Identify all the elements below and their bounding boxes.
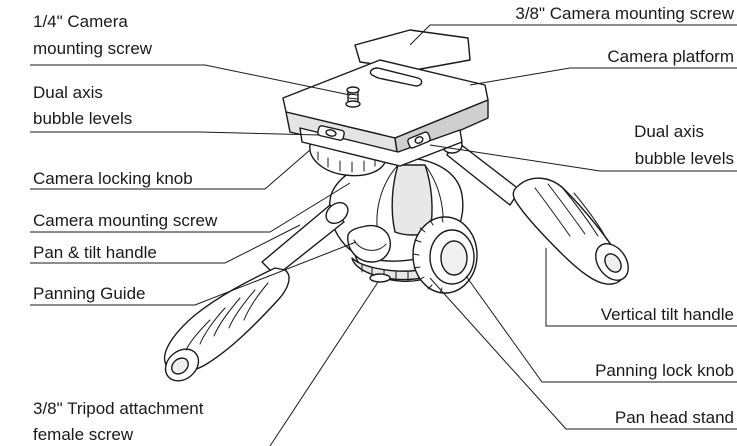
left-labels: 1/4" Camera mounting screw Dual axis bub… [33,12,218,444]
leader-tripod-screw [269,281,379,446]
bubble-level-right [407,131,431,149]
label-camera-platform: Camera platform [607,47,734,66]
label-camera-locking-knob: Camera locking knob [33,169,193,188]
pan-head-illustration [163,29,629,382]
label-pan-tilt-handle: Pan & tilt handle [33,243,157,262]
label-panning-guide: Panning Guide [33,284,145,303]
label-vertical-tilt-handle: Vertical tilt handle [601,305,734,324]
panning-guide [347,224,391,263]
leader-camera-mounting-screw [30,182,351,233]
pan-tilt-handle [163,201,349,382]
label-tripod-screw-line2: female screw [33,425,134,444]
leader-bubble-right [429,144,737,172]
leader-panning-lock-knob [465,275,737,383]
leader-three-eighths-screw [409,24,737,46]
label-three-eighths-screw: 3/8" Camera mounting screw [515,4,734,23]
right-labels: 3/8" Camera mounting screw Camera platfo… [515,4,734,427]
label-camera-mounting-screw: Camera mounting screw [33,211,218,230]
leader-camera-platform [469,67,737,86]
tripod-attachment-screw [369,273,391,283]
leader-vertical-tilt-handle [545,248,737,327]
label-quarter-screw-line2: mounting screw [33,39,153,58]
leader-pan-head-stand [429,277,737,430]
label-pan-head-stand: Pan head stand [615,408,734,427]
leader-bubble-left [30,131,321,136]
vertical-tilt-handle [441,136,629,285]
bubble-level-left [317,125,345,141]
label-bubble-left-line1: Dual axis [33,83,103,102]
label-bubble-left-line2: bubble levels [33,109,132,128]
leader-quarter-screw [30,64,351,96]
label-bubble-right-line2: bubble levels [635,149,734,168]
leader-panning-guide [30,241,357,306]
label-bubble-right-line1: Dual axis [634,122,704,141]
leader-camera-locking-knob [30,149,311,190]
label-quarter-screw-line1: 1/4" Camera [33,12,128,31]
label-tripod-screw-line1: 3/8" Tripod attachment [33,399,204,418]
leader-lines [30,24,737,446]
panning-lock-knob [412,216,478,294]
quarter-inch-screw [345,86,361,108]
leader-pan-tilt-handle [30,224,301,264]
label-panning-lock-knob: Panning lock knob [595,361,734,380]
